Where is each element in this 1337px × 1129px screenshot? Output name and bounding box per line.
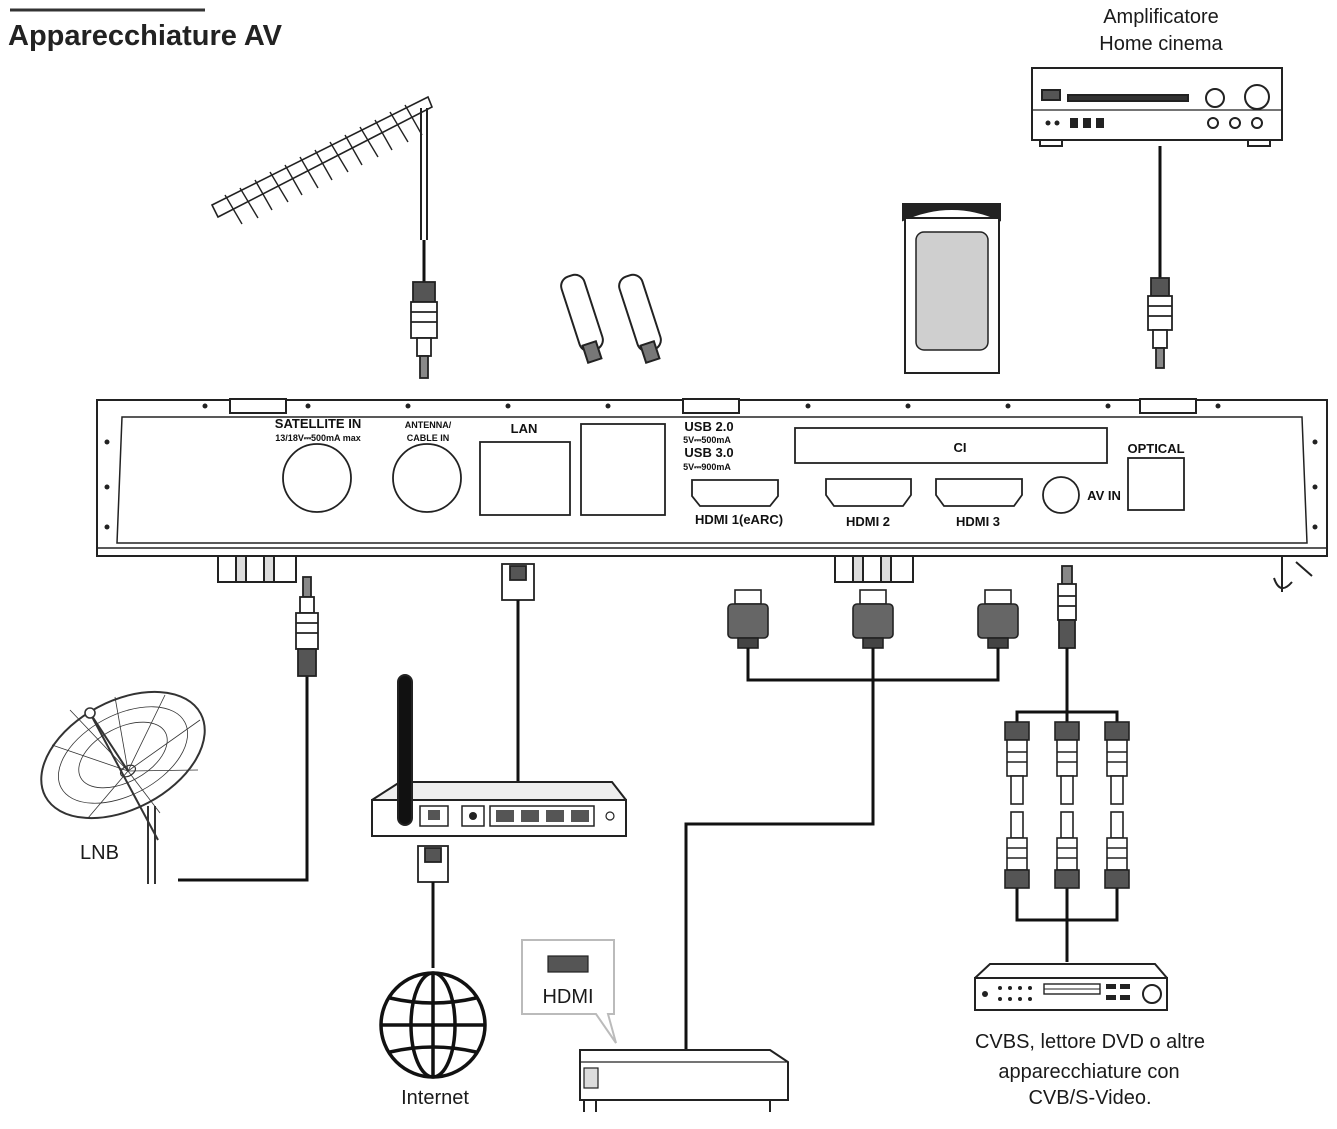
port-label-av-in: AV IN	[1087, 488, 1121, 503]
port-label-hdmi1: HDMI 1(eARC)	[695, 512, 783, 527]
hdmi2-port[interactable]	[825, 478, 912, 507]
tv-antenna-icon	[210, 95, 434, 240]
port-label-antenna: ANTENNA/	[405, 420, 452, 430]
port-label-lan: LAN	[511, 421, 538, 436]
page-title: Apparecchiature AV	[8, 20, 283, 52]
port-label-hdmi3: HDMI 3	[956, 514, 1000, 529]
ci-slot[interactable]	[794, 427, 1108, 464]
optical-port[interactable]	[1127, 457, 1185, 511]
optical-plug-icon	[1147, 277, 1173, 369]
satellite-in-port[interactable]	[282, 443, 352, 513]
hdmi-cable	[684, 648, 1000, 1050]
satellite-coax-plug-icon	[295, 576, 319, 677]
port-label-optical: OPTICAL	[1127, 441, 1184, 456]
port-label-usb2: USB 2.0	[684, 419, 733, 434]
port-spec-usb2: 5V⎓500mA	[683, 435, 731, 445]
satellite-dish-icon	[40, 690, 206, 884]
port-label-hdmi2: HDMI 2	[846, 514, 890, 529]
home-cinema-amplifier-icon	[1031, 67, 1283, 147]
port-spec-satellite: 13/18V⎓500mA max	[275, 433, 360, 443]
port-label-usb3: USB 3.0	[684, 445, 733, 460]
av-cable	[1015, 648, 1119, 962]
amplifier-label: Home cinema	[1099, 33, 1223, 55]
hdmi-plug-icon	[727, 589, 1019, 649]
satellite-cable	[178, 676, 309, 882]
dvd-label: CVBS, lettore DVD o altre	[975, 1031, 1205, 1053]
av-in-plug-icon	[1057, 565, 1077, 649]
dvd-label: CVB/S-Video.	[1028, 1087, 1151, 1109]
lan-port[interactable]	[479, 441, 571, 516]
port-label-ci: CI	[954, 440, 967, 455]
antenna-coax-plug-icon	[410, 281, 438, 379]
rca-plug-icon	[1004, 721, 1130, 889]
hdmi3-port[interactable]	[935, 478, 1023, 507]
rj45-plug-icon	[417, 845, 449, 883]
av-in-port[interactable]	[1042, 476, 1080, 514]
lnb-label: LNB	[80, 842, 119, 864]
hdmi-callout-bubble	[521, 939, 617, 1044]
amplifier-label: Amplificatore	[1103, 6, 1219, 28]
antenna-cable-in-port[interactable]	[392, 443, 462, 513]
usb-stick-icon	[560, 273, 662, 364]
dvd-label: apparecchiature con	[998, 1061, 1179, 1083]
port-spec-usb3: 5V⎓900mA	[683, 462, 731, 472]
wifi-router-icon	[371, 674, 627, 837]
set-top-box-icon	[579, 1049, 789, 1112]
ci-module-card-icon	[902, 203, 1001, 374]
rj45-plug-icon	[501, 563, 535, 601]
hdmi-callout-label: HDMI	[542, 986, 593, 1008]
port-label-satellite: SATELLITE IN	[275, 416, 361, 431]
internet-globe-icon	[379, 971, 487, 1079]
usb-port-block[interactable]	[580, 423, 666, 516]
internet-label: Internet	[401, 1087, 469, 1109]
port-label-antenna: CABLE IN	[407, 433, 450, 443]
hdmi1-earc-port[interactable]	[691, 479, 779, 507]
dvd-player-icon	[974, 963, 1168, 1011]
